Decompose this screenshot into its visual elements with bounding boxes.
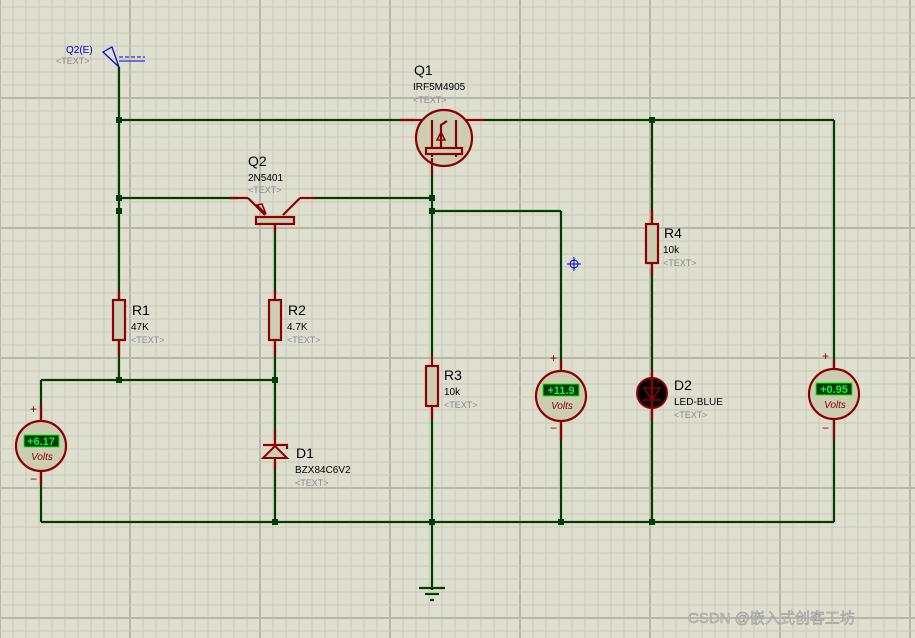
terminal-label: Q2(E) — [66, 45, 93, 56]
voltmeter-2-unit: Volts — [551, 401, 573, 412]
q1-mosfet[interactable]: Q1 IRF5M4905 <TEXT> — [400, 62, 484, 175]
emitter-arrow-icon — [255, 203, 267, 215]
r4-text: <TEXT> — [663, 258, 697, 268]
voltmeter-2-reading: +11.9 — [547, 385, 574, 397]
r3-ref: R3 — [444, 367, 462, 383]
cursor-crosshair-icon — [567, 257, 581, 271]
voltmeter-1[interactable]: +6.17 Volts + − — [14, 402, 68, 486]
d2-value: LED-BLUE — [674, 397, 723, 408]
r1-ref: R1 — [132, 302, 150, 318]
terminal-flag-icon — [101, 46, 120, 68]
terminal-text: <TEXT> — [56, 56, 90, 66]
junctions — [116, 117, 655, 525]
voltmeter-1-minus: − — [30, 472, 37, 486]
watermark: CSDN @嵌入式创客工坊 — [688, 610, 855, 627]
r2-value: 4.7K — [287, 322, 308, 333]
voltmeter-3[interactable]: +0.95 Volts + − — [807, 349, 861, 440]
q2-pnp-transistor[interactable]: Q2 2N5401 <TEXT> — [230, 153, 315, 232]
d2-ref: D2 — [674, 377, 692, 393]
mosfet-diode-icon — [435, 130, 447, 141]
r2-ref: R2 — [288, 302, 306, 318]
r4-value: 10k — [663, 245, 680, 256]
r2-resistor[interactable]: R2 4.7K <TEXT> — [267, 290, 321, 355]
r3-value: 10k — [444, 387, 461, 398]
voltmeter-2-plus: + — [550, 351, 557, 365]
q2-text: <TEXT> — [248, 185, 282, 195]
d2-led[interactable]: D2 LED-BLUE <TEXT> — [636, 370, 723, 420]
voltmeter-2-minus: − — [550, 421, 557, 435]
voltmeter-3-plus: + — [822, 349, 829, 363]
voltmeter-1-unit: Volts — [31, 452, 53, 463]
r4-ref: R4 — [664, 225, 682, 241]
voltmeter-1-plus: + — [30, 402, 37, 416]
terminal-q2e[interactable]: Q2(E) <TEXT> — [56, 45, 145, 68]
voltmeter-1-reading: +6.17 — [27, 436, 55, 448]
voltmeter-3-unit: Volts — [824, 400, 846, 411]
d1-zener-diode[interactable]: D1 BZX84C6V2 <TEXT> — [260, 430, 351, 488]
q1-value: IRF5M4905 — [413, 82, 466, 93]
r4-resistor[interactable]: R4 10k <TEXT> — [644, 210, 697, 275]
q1-text: <TEXT> — [413, 95, 447, 105]
r3-resistor[interactable]: R3 10k <TEXT> — [424, 355, 478, 418]
d1-ref: D1 — [296, 445, 314, 461]
voltmeter-3-reading: +0.95 — [820, 384, 848, 396]
d1-value: BZX84C6V2 — [295, 465, 351, 476]
d1-text: <TEXT> — [295, 478, 329, 488]
q1-ref: Q1 — [414, 62, 433, 78]
r1-resistor[interactable]: R1 47K <TEXT> — [111, 290, 165, 355]
r1-text: <TEXT> — [131, 335, 165, 345]
voltmeter-3-minus: − — [822, 421, 829, 435]
voltmeter-2[interactable]: +11.9 Volts + − — [534, 351, 588, 440]
q2-ref: Q2 — [248, 153, 267, 169]
r1-value: 47K — [131, 322, 149, 333]
q2-value: 2N5401 — [248, 173, 283, 184]
d2-text: <TEXT> — [674, 410, 708, 420]
r3-text: <TEXT> — [444, 400, 478, 410]
r2-text: <TEXT> — [287, 335, 321, 345]
